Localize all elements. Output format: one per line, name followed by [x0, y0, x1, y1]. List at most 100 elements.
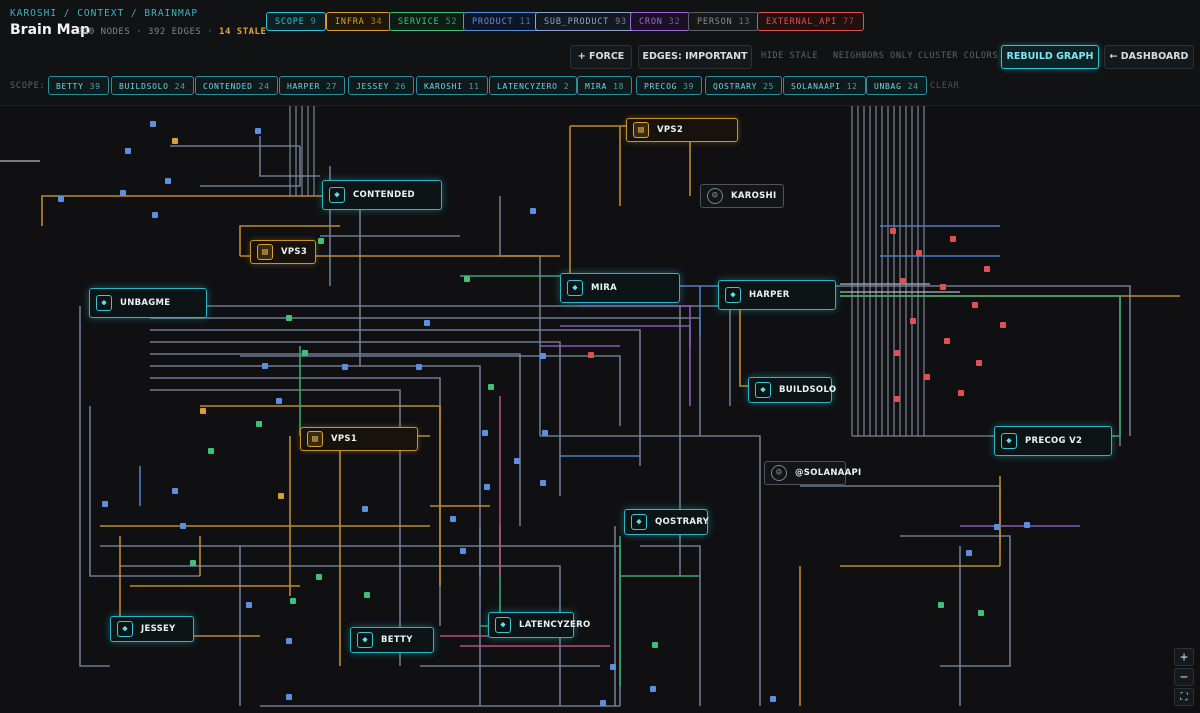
sub-node[interactable]: [120, 188, 130, 198]
sub-node[interactable]: [180, 521, 190, 531]
sub-node[interactable]: [540, 351, 550, 361]
sub-node[interactable]: [972, 300, 982, 310]
node-vps2[interactable]: ▤VPS2: [626, 118, 738, 142]
breadcrumb[interactable]: KAROSHI / CONTEXT / BRAINMAP: [10, 8, 199, 19]
dashboard-button[interactable]: ← DASHBOARD: [1104, 45, 1194, 69]
node-jessey[interactable]: ◆JESSEY: [110, 616, 194, 642]
sub-node[interactable]: [600, 698, 610, 708]
sub-node[interactable]: [916, 248, 926, 258]
fit-view-button[interactable]: ⛶: [1174, 688, 1194, 706]
sub-node[interactable]: [172, 136, 182, 146]
sub-node[interactable]: [910, 316, 920, 326]
sub-node[interactable]: [318, 236, 328, 246]
sub-node[interactable]: [944, 336, 954, 346]
sub-node[interactable]: [978, 608, 988, 618]
sub-node[interactable]: [950, 234, 960, 244]
sub-node[interactable]: [650, 684, 660, 694]
sub-node[interactable]: [652, 640, 662, 650]
sub-node[interactable]: [460, 546, 470, 556]
sub-node[interactable]: [302, 348, 312, 358]
sub-node[interactable]: [102, 499, 112, 509]
edges-toggle-button[interactable]: EDGES: IMPORTANT: [638, 45, 752, 69]
sub-node[interactable]: [208, 446, 218, 456]
sub-node[interactable]: [416, 362, 426, 372]
sub-node[interactable]: [938, 600, 948, 610]
sub-node[interactable]: [542, 428, 552, 438]
node-qostrary[interactable]: ◆QOSTRARY: [624, 509, 709, 535]
sub-node[interactable]: [190, 558, 200, 568]
sub-node[interactable]: [424, 318, 434, 328]
sub-node[interactable]: [894, 394, 904, 404]
node-mira[interactable]: ◆MIRA: [560, 273, 680, 303]
rebuild-graph-button[interactable]: REBUILD GRAPH: [1001, 45, 1099, 69]
sub-node[interactable]: [290, 596, 300, 606]
zoom-out-button[interactable]: −: [1174, 668, 1194, 686]
sub-node[interactable]: [364, 590, 374, 600]
sub-node[interactable]: [514, 456, 524, 466]
sub-node[interactable]: [362, 504, 372, 514]
node-buildsolo[interactable]: ◆BUILDSOLO: [748, 377, 836, 403]
node-vps3[interactable]: ▤VPS3: [250, 240, 316, 264]
neighbors-only-toggle[interactable]: NEIGHBORS ONLY: [833, 51, 914, 61]
node-karoshi[interactable]: ☺KAROSHI: [700, 184, 784, 208]
sub-node[interactable]: [890, 226, 900, 236]
sub-node[interactable]: [966, 548, 976, 558]
sub-node[interactable]: [540, 478, 550, 488]
sub-node[interactable]: [58, 194, 68, 204]
sub-node[interactable]: [450, 514, 460, 524]
sub-node[interactable]: [286, 313, 296, 323]
sub-node[interactable]: [286, 692, 296, 702]
sub-node[interactable]: [316, 572, 326, 582]
sub-node[interactable]: [900, 276, 910, 286]
node-precog[interactable]: ◆PRECOG V2: [994, 426, 1112, 456]
zoom-in-button[interactable]: +: [1174, 648, 1194, 666]
sub-node[interactable]: [530, 206, 540, 216]
sub-node[interactable]: [940, 282, 950, 292]
node-unbagme[interactable]: ◆UNBAGME: [89, 288, 207, 318]
sub-node[interactable]: [152, 210, 162, 220]
graph-canvas[interactable]: ◆CONTENDED ▤VPS2 ☺KAROSHI ▤VPS3 ◆MIRA ◆H…: [0, 106, 1200, 713]
sub-node[interactable]: [958, 388, 968, 398]
sub-node[interactable]: [262, 361, 272, 371]
sub-node[interactable]: [770, 694, 780, 704]
sub-node[interactable]: [588, 350, 598, 360]
hide-stale-toggle[interactable]: HIDE STALE: [761, 51, 819, 61]
sub-node[interactable]: [276, 396, 286, 406]
node-betty[interactable]: ◆BETTY: [350, 627, 434, 653]
sub-node[interactable]: [894, 348, 904, 358]
clear-scope-button[interactable]: CLEAR: [930, 81, 960, 91]
sub-node[interactable]: [246, 600, 256, 610]
sub-node[interactable]: [924, 372, 934, 382]
cluster-colors-toggle[interactable]: CLUSTER COLORS: [918, 51, 999, 61]
sub-node[interactable]: [342, 362, 352, 372]
sub-node[interactable]: [200, 406, 210, 416]
sub-node[interactable]: [255, 126, 265, 136]
sub-node[interactable]: [150, 119, 160, 129]
sub-node[interactable]: [256, 419, 266, 429]
node-contended[interactable]: ◆CONTENDED: [322, 180, 442, 210]
sub-node[interactable]: [484, 482, 494, 492]
sub-node[interactable]: [125, 146, 135, 156]
force-button[interactable]: + FORCE: [570, 45, 632, 69]
sub-node[interactable]: [286, 636, 296, 646]
node-harper[interactable]: ◆HARPER: [718, 280, 836, 310]
